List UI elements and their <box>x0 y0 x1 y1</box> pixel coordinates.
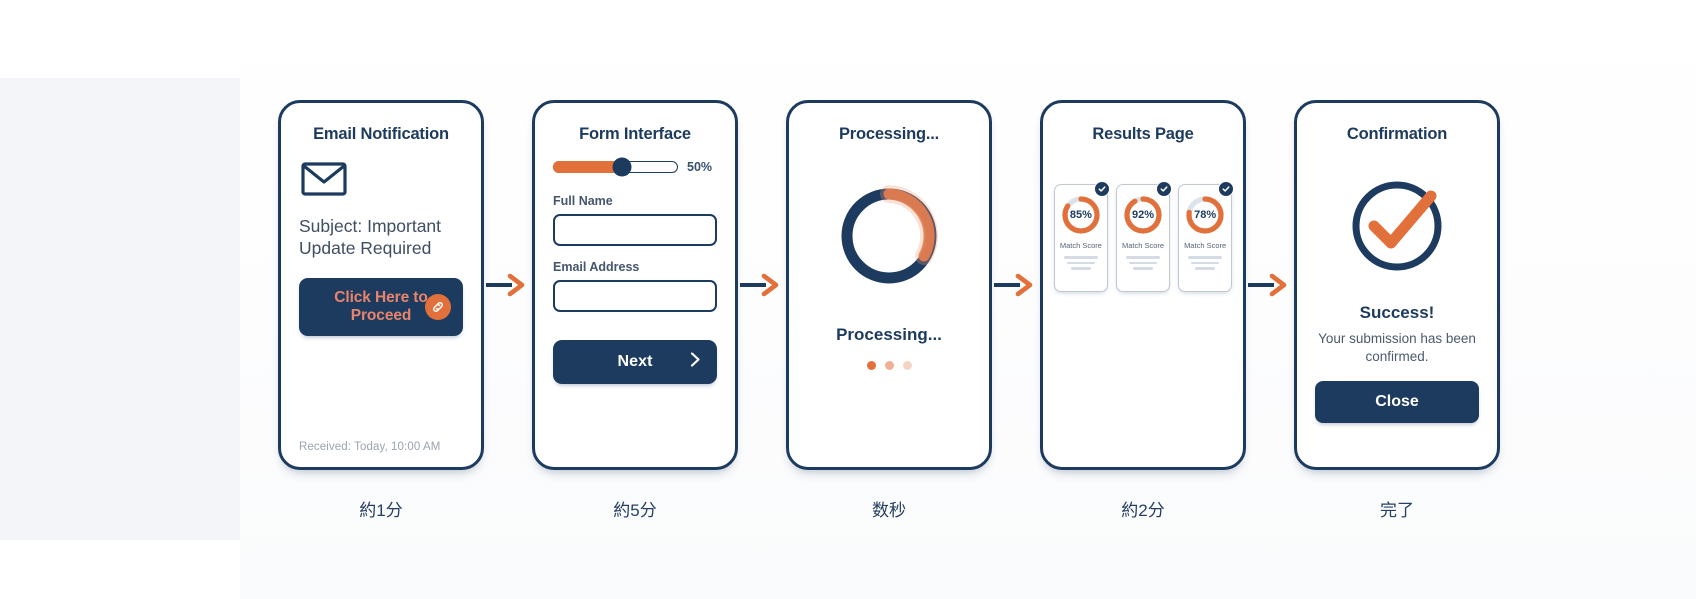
slider-percent-label: 50% <box>687 160 713 174</box>
card-title: Form Interface <box>579 125 691 143</box>
placeholder-line <box>1067 261 1095 264</box>
received-timestamp: Received: Today, 10:00 AM <box>299 441 441 453</box>
placeholder-lines <box>1060 256 1102 270</box>
email-subject: Subject: Important Update Required <box>299 216 442 259</box>
next-button-label: Next <box>617 353 653 370</box>
step-processing: Processing... Processing... <box>786 100 992 521</box>
processing-status-text: Processing... <box>836 325 942 344</box>
loading-dot-1 <box>866 361 876 370</box>
card-processing: Processing... Processing... <box>786 100 992 470</box>
arrow-step1-to-step2 <box>484 100 532 470</box>
result-card[interactable]: 92% Match Score <box>1115 181 1173 292</box>
left-side-panel <box>0 78 240 540</box>
card-email-notification: Email Notification Subject: Important Up… <box>278 100 484 470</box>
match-score-donut: 85% <box>1060 194 1102 236</box>
full-name-input[interactable] <box>553 214 717 246</box>
match-score-value: 85% <box>1069 209 1092 221</box>
card-title: Results Page <box>1092 125 1194 143</box>
cta-label: Click Here to Proceed <box>334 288 428 324</box>
placeholder-line <box>1126 256 1160 259</box>
confirmation-message: Your submission has been confirmed. <box>1318 331 1476 364</box>
match-score-value: 92% <box>1131 209 1155 221</box>
step-duration: 約2分 <box>1121 501 1165 520</box>
match-score-label: Match Score <box>1059 241 1102 250</box>
email-address-label: Email Address <box>553 260 640 274</box>
placeholder-line <box>1064 256 1098 259</box>
result-card[interactable]: 78% Match Score <box>1178 181 1235 292</box>
placeholder-line <box>1132 267 1154 270</box>
success-heading: Success! <box>1359 303 1435 322</box>
email-address-input[interactable] <box>553 280 717 312</box>
card-results-page: Results Page 85% Match <box>1040 100 1246 470</box>
loading-spinner-icon <box>831 178 947 299</box>
chevron-right-icon <box>690 352 701 373</box>
step-confirmation: Confirmation Success! Your submission ha… <box>1294 100 1500 521</box>
match-score-label: Match Score <box>1184 241 1227 250</box>
step-duration: 約5分 <box>613 501 657 520</box>
loading-dots <box>866 361 912 370</box>
envelope-icon <box>301 162 463 201</box>
match-score-value: 78% <box>1194 209 1217 221</box>
placeholder-line <box>1188 256 1222 259</box>
full-name-label: Full Name <box>553 194 613 208</box>
arrow-step4-to-step5 <box>1246 100 1294 470</box>
close-button-label: Close <box>1375 393 1419 410</box>
step-form-interface: Form Interface 50% Full Name Email Addre… <box>532 100 738 521</box>
placeholder-line <box>1191 261 1219 264</box>
progress-slider[interactable] <box>553 157 678 177</box>
card-title: Processing... <box>838 125 940 143</box>
next-button[interactable]: Next <box>553 340 717 384</box>
placeholder-line <box>1070 267 1091 270</box>
slider-fill <box>553 161 628 173</box>
workflow-diagram: Email Notification Subject: Important Up… <box>240 0 1696 599</box>
loading-dot-2 <box>884 361 894 370</box>
arrow-step2-to-step3 <box>738 100 786 470</box>
step-duration: 完了 <box>1380 501 1414 520</box>
card-form-interface: Form Interface 50% Full Name Email Addre… <box>532 100 738 470</box>
card-confirmation: Confirmation Success! Your submission ha… <box>1294 100 1500 470</box>
loading-dot-3 <box>902 361 912 370</box>
click-here-to-proceed-button[interactable]: Click Here to Proceed <box>299 277 463 336</box>
placeholder-lines <box>1122 256 1164 270</box>
placeholder-lines <box>1184 256 1226 270</box>
result-card[interactable]: 85% Match Score <box>1053 181 1110 292</box>
check-badge-icon <box>1093 181 1110 197</box>
check-badge-icon <box>1218 181 1235 197</box>
progress-slider-row: 50% <box>553 157 717 177</box>
match-score-label: Match Score <box>1121 241 1165 250</box>
match-score-donut: 78% <box>1184 194 1226 236</box>
card-title: Email Notification <box>313 125 449 143</box>
close-button[interactable]: Close <box>1315 381 1479 423</box>
arrow-step3-to-step4 <box>992 100 1040 470</box>
link-icon <box>425 293 451 320</box>
step-duration: 約1分 <box>359 501 403 520</box>
check-badge-icon <box>1156 181 1173 197</box>
slider-knob[interactable] <box>612 157 632 177</box>
placeholder-line <box>1195 267 1216 270</box>
step-email-notification: Email Notification Subject: Important Up… <box>278 100 484 521</box>
success-check-circle-icon <box>1345 174 1449 283</box>
result-cards-row: 85% Match Score <box>1053 181 1235 292</box>
step-duration: 数秒 <box>872 501 906 520</box>
placeholder-line <box>1129 261 1157 264</box>
card-title: Confirmation <box>1346 125 1448 143</box>
match-score-donut: 92% <box>1122 194 1164 236</box>
step-results-page: Results Page 85% Match <box>1040 100 1246 521</box>
